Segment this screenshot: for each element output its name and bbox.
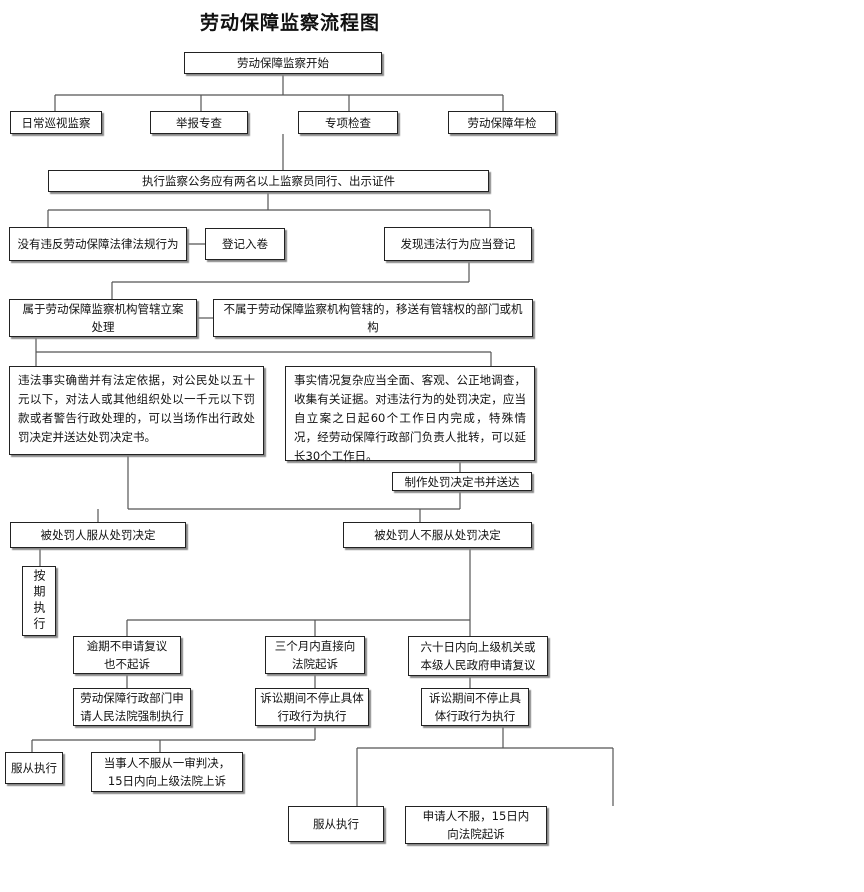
line-1: 六十日内向上级机关或 — [420, 640, 536, 654]
sixty-days-node: 六十日内向上级机关或 本级人民政府申请复议 — [408, 636, 548, 676]
on-schedule-node: 按期执行 — [22, 566, 56, 636]
line-2: 15日内向上级法院上诉 — [107, 774, 227, 788]
make-decision-node: 制作处罚决定书并送达 — [392, 472, 532, 491]
line-2: 处理 — [91, 320, 115, 334]
line-1: 逾期不申请复议 — [86, 639, 168, 653]
line-1: 诉讼期间不停止具体 — [260, 691, 364, 705]
simple-case-node: 违法事实确凿并有法定依据，对公民处以五十元以下，对法人或其他组织处以一千元以下罚… — [9, 366, 264, 455]
not-belongs-jurisdiction-node: 不属于劳动保障监察机构管辖的，移送有管辖权的部门或机构 — [213, 299, 533, 337]
overdue-node: 逾期不申请复议 也不起诉 — [73, 636, 181, 674]
line-1: 申请人不服，15日内 — [422, 809, 530, 823]
applicant-lawsuit-node: 申请人不服，15日内 向法院起诉 — [405, 806, 547, 844]
page-title: 劳动保障监察流程图 — [199, 12, 380, 34]
line-2: 法院起诉 — [292, 657, 338, 671]
start-node: 劳动保障监察开始 — [184, 52, 382, 74]
found-violation-node: 发现违法行为应当登记 — [384, 227, 532, 261]
report-inspection-node: 举报专查 — [150, 111, 248, 134]
comply-node-1: 服从执行 — [5, 752, 63, 784]
three-months-node: 三个月内直接向 法院起诉 — [265, 636, 365, 674]
line-1: 属于劳动保障监察机构管辖立案 — [22, 302, 184, 316]
line-2: 也不起诉 — [104, 657, 150, 671]
line-2: 本级人民政府申请复议 — [420, 658, 536, 672]
line-1: 当事人不服从一审判决， — [103, 756, 231, 770]
line-2: 体行政行为执行 — [434, 709, 516, 723]
belongs-jurisdiction-node: 属于劳动保障监察机构管辖立案 处理 — [9, 299, 197, 337]
line-1: 诉讼期间不停止具 — [429, 691, 521, 705]
line-2: 请人民法院强制执行 — [80, 709, 184, 723]
comply-node-2: 服从执行 — [288, 806, 384, 842]
special-inspection-node: 专项检查 — [298, 111, 398, 134]
litigation-node-1: 诉讼期间不停止具体 行政行为执行 — [255, 688, 369, 726]
complex-case-node: 事实情况复杂应当全面、客观、公正地调查，收集有关证据。对违法行为的处罚决定，应当… — [285, 366, 535, 463]
appeal-node: 当事人不服从一审判决， 15日内向上级法院上诉 — [91, 752, 243, 792]
accept-decision-node: 被处罚人服从处罚决定 — [10, 522, 186, 548]
line-2: 行政行为执行 — [277, 709, 347, 723]
execute-node: 执行监察公务应有两名以上监察员同行、出示证件 — [48, 170, 489, 192]
line-1: 劳动保障行政部门申 — [80, 691, 184, 705]
enforce-node: 劳动保障行政部门申 请人民法院强制执行 — [73, 688, 191, 726]
daily-inspection-node: 日常巡视监察 — [10, 111, 102, 134]
annual-inspection-node: 劳动保障年检 — [448, 111, 556, 134]
reject-decision-node: 被处罚人不服从处罚决定 — [343, 522, 532, 548]
line-1: 三个月内直接向 — [274, 639, 356, 653]
litigation-node-2: 诉讼期间不停止具 体行政行为执行 — [421, 688, 529, 726]
line-2: 向法院起诉 — [447, 827, 505, 841]
register-node: 登记入卷 — [205, 228, 285, 260]
no-violation-node: 没有违反劳动保障法律法规行为 — [9, 227, 187, 261]
